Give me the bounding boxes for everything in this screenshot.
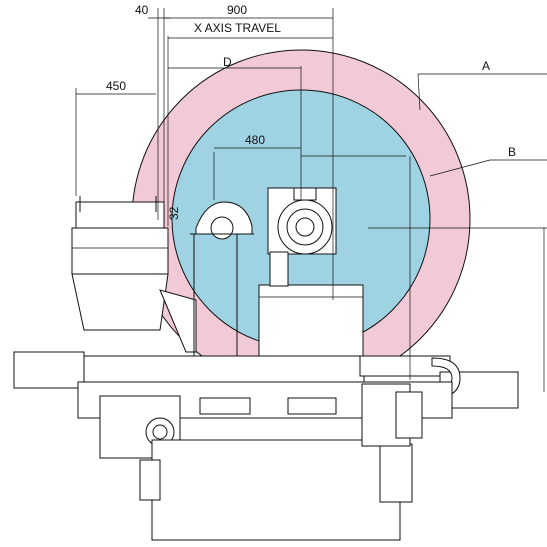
machine-bed <box>13 351 519 409</box>
dim-480: 480 <box>245 133 265 147</box>
dim-32: 32 <box>167 206 181 220</box>
left-housing <box>71 196 197 353</box>
dim-d: D <box>223 55 232 69</box>
callout-b: B <box>508 145 516 159</box>
machine-base <box>77 381 453 541</box>
rotary-head <box>277 187 333 255</box>
left-clamp <box>190 201 254 360</box>
dim-900: 900 <box>227 3 247 17</box>
dim-x-axis-travel: X AXIS TRAVEL <box>194 21 281 35</box>
dim-40: 40 <box>135 3 149 17</box>
dim-450: 450 <box>106 79 126 93</box>
dimension-lines <box>75 8 547 392</box>
callout-a: A <box>482 59 490 73</box>
